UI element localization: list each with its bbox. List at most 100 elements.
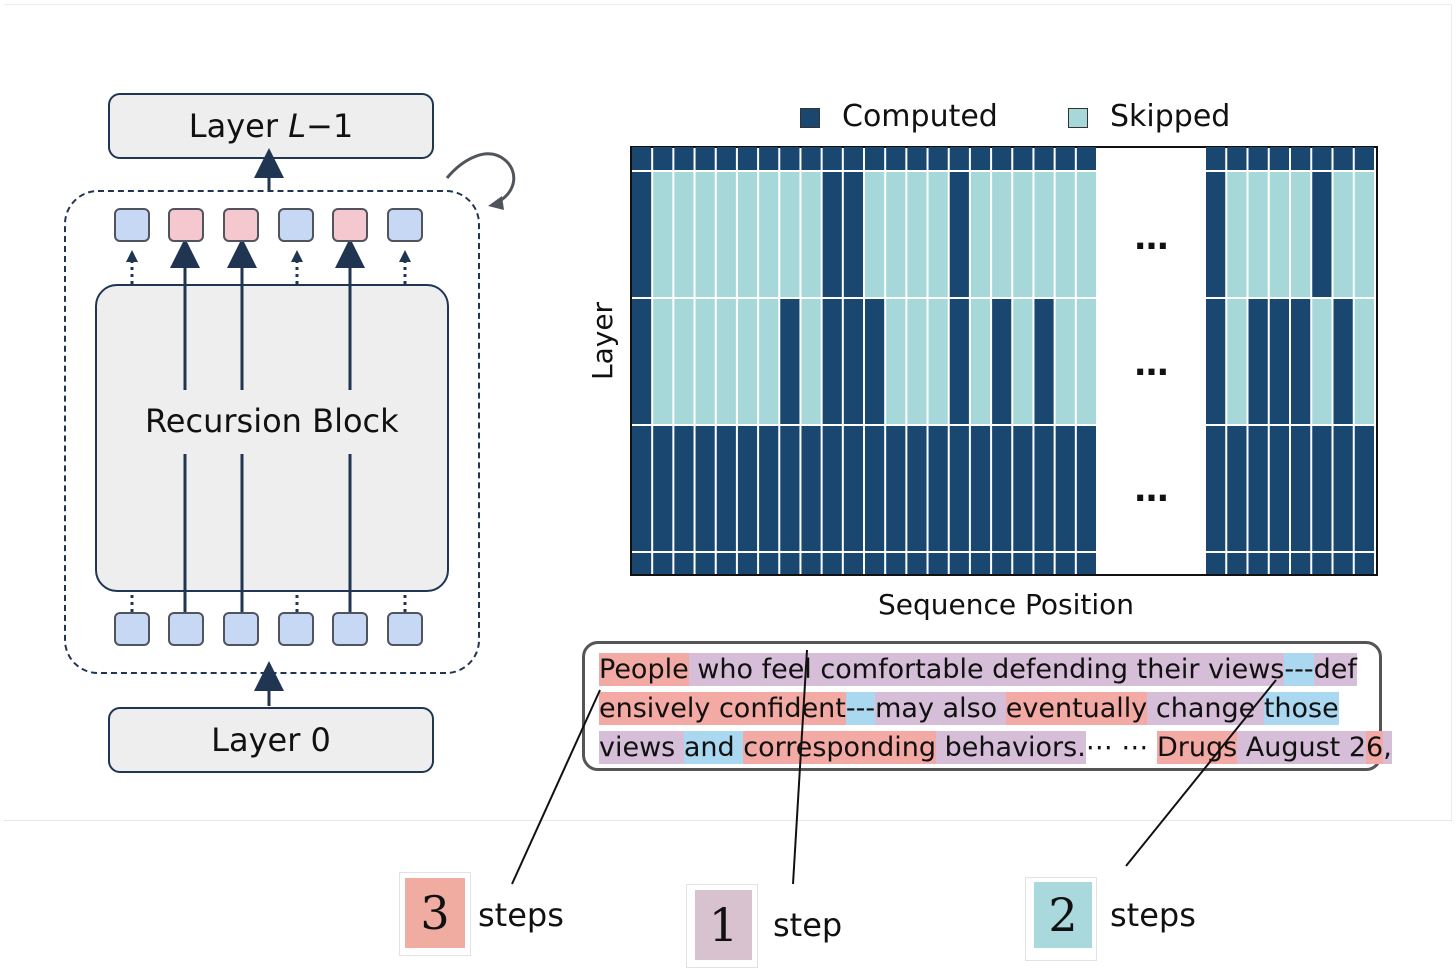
heatmap-cell-left-band2-col18 [1013, 299, 1033, 424]
recursion-block-label: Recursion Block [145, 402, 399, 440]
step-swatch-3: 3 [405, 878, 465, 948]
heatmap-cell-left-band4-col3 [695, 553, 715, 574]
heatmap-cell-right-band4-col1 [1227, 553, 1247, 574]
heatmap-cell-right-band0-col1 [1227, 147, 1247, 170]
heatmap-cell-left-band2-col14 [928, 299, 948, 424]
bottom-layer-box: Layer 0 [108, 707, 434, 773]
heatmap-cell-left-band4-col2 [674, 553, 694, 574]
heatmap-cell-left-band2-col1 [653, 299, 673, 424]
ellipsis-row-3: … [1134, 344, 1170, 384]
heatmap-cell-left-band0-col5 [737, 147, 758, 170]
heatmap-cell-left-band1-col15 [949, 172, 969, 297]
heatmap-cell-left-band2-col3 [695, 299, 715, 424]
token-span: 6 [1366, 731, 1384, 764]
heatmap-cell-right-band3-col5 [1312, 426, 1332, 551]
heatmap-cell-left-band1-col20 [1055, 172, 1075, 297]
loop-arrow-icon [445, 152, 516, 204]
heatmap-cell-left-band0-col15 [949, 147, 969, 170]
top-layer-box: Layer L−1 [108, 93, 434, 159]
heatmap-cell-left-band0-col9 [822, 147, 842, 170]
heatmap-cell-left-band3-col5 [737, 426, 758, 551]
heatmap-cell-right-band2-col2 [1248, 299, 1268, 424]
token-span: confident [718, 692, 846, 725]
heatmap-cell-left-band1-col7 [780, 172, 800, 297]
heatmap-cell-left-band2-col0 [632, 299, 652, 424]
heatmap-cell-left-band3-col7 [780, 426, 800, 551]
heatmap-cell-left-band3-col10 [843, 426, 863, 551]
heatmap-cell-left-band4-col1 [653, 553, 673, 574]
heatmap-cell-left-band0-col0 [632, 147, 652, 170]
heatmap-cell-right-band2-col4 [1291, 299, 1311, 424]
heatmap-cell-left-band4-col18 [1013, 553, 1033, 574]
heatmap-cell-left-band2-col16 [970, 299, 991, 424]
token-span: views [599, 731, 684, 764]
token-span: , [1383, 731, 1392, 764]
token-span: --- [1284, 653, 1314, 686]
heatmap-cell-left-band0-col3 [695, 147, 715, 170]
heatmap-cell-left-band1-col19 [1034, 172, 1054, 297]
heatmap-cell-left-band1-col21 [1076, 172, 1096, 297]
heatmap-cell-left-band3-col18 [1013, 426, 1033, 551]
legend-skipped-swatch [1068, 108, 1088, 128]
heatmap-cell-left-band3-col6 [759, 426, 779, 551]
heatmap-cell-left-band3-col8 [801, 426, 821, 551]
heatmap-cell-left-band1-col12 [886, 172, 906, 297]
heatmap-cell-right-band2-col1 [1227, 299, 1247, 424]
heatmap-cell-right-band1-col3 [1269, 172, 1289, 297]
heatmap-cell-left-band3-col2 [674, 426, 694, 551]
heatmap-cell-left-band1-col1 [653, 172, 673, 297]
heatmap-cell-left-band4-col15 [949, 553, 969, 574]
token-span: and [683, 731, 744, 764]
recursion-arrows [126, 148, 516, 706]
heatmap-cell-right-band3-col3 [1269, 426, 1289, 551]
heatmap-cell-right-band3-col2 [1248, 426, 1268, 551]
heatmap-cell-right-band1-col7 [1354, 172, 1374, 297]
heatmap-cell-left-band0-col1 [653, 147, 673, 170]
step-label-3: steps [478, 896, 564, 934]
heatmap-cell-right-band3-col1 [1227, 426, 1247, 551]
heatmap-cell-left-band2-col10 [843, 299, 863, 424]
heatmap-cell-right-band0-col6 [1333, 147, 1353, 170]
heatmap-cell-left-band0-col6 [759, 147, 779, 170]
step-card-2: 2 [1025, 877, 1097, 961]
heatmap-cell-right-band4-col5 [1312, 553, 1332, 574]
heatmap-cell-left-band1-col4 [716, 172, 736, 297]
token-bottom-3 [223, 612, 259, 646]
token-span: Drugs [1156, 731, 1238, 764]
heatmap-cell-left-band4-col16 [970, 553, 991, 574]
heatmap-cell-left-band1-col9 [822, 172, 842, 297]
token-text-box: People who feel comfortable defending th… [582, 641, 1392, 771]
heatmap-cell-left-band1-col5 [737, 172, 758, 297]
heatmap-cell-left-band4-col13 [907, 553, 927, 574]
heatmap-cell-left-band4-col14 [928, 553, 948, 574]
heatmap-cell-right-band4-col7 [1354, 553, 1374, 574]
heatmap-cell-left-band3-col14 [928, 426, 948, 551]
heatmap-cell-left-band4-col11 [865, 553, 885, 574]
heatmap-cell-left-band2-col21 [1076, 299, 1096, 424]
token-span: August 2 [1237, 731, 1367, 764]
heatmap-cell-left-band1-col11 [865, 172, 885, 297]
heatmap-cell-left-band0-col19 [1034, 147, 1054, 170]
heatmap-cell-left-band2-col20 [1055, 299, 1075, 424]
heatmap-cell-left-band4-col0 [632, 553, 652, 574]
bottom-layer-label: Layer 0 [211, 721, 331, 759]
text-line-1: People who feel comfortable defending th… [599, 652, 1357, 688]
heatmap-cell-left-band3-col20 [1055, 426, 1075, 551]
heatmap-cell-right-band3-col6 [1333, 426, 1353, 551]
token-top-1 [114, 208, 150, 242]
heatmap-cell-left-band2-col5 [737, 299, 758, 424]
heatmap-cell-left-band1-col14 [928, 172, 948, 297]
heatmap-cell-left-band1-col0 [632, 172, 652, 297]
heatmap-cell-left-band4-col12 [886, 553, 906, 574]
heatmap-cell-left-band2-col15 [949, 299, 969, 424]
heatmap-cell-left-band2-col7 [780, 299, 800, 424]
heatmap-cell-right-band0-col0 [1206, 147, 1226, 170]
heatmap-cell-left-band0-col7 [780, 147, 800, 170]
heatmap-cell-left-band4-col19 [1034, 553, 1054, 574]
heatmap-cell-left-band0-col14 [928, 147, 948, 170]
heatmap-cell-left-band2-col8 [801, 299, 821, 424]
heatmap-cell-left-band0-col17 [992, 147, 1012, 170]
heatmap-cell-right-band0-col2 [1248, 147, 1268, 170]
heatmap-cell-left-band0-col21 [1076, 147, 1096, 170]
